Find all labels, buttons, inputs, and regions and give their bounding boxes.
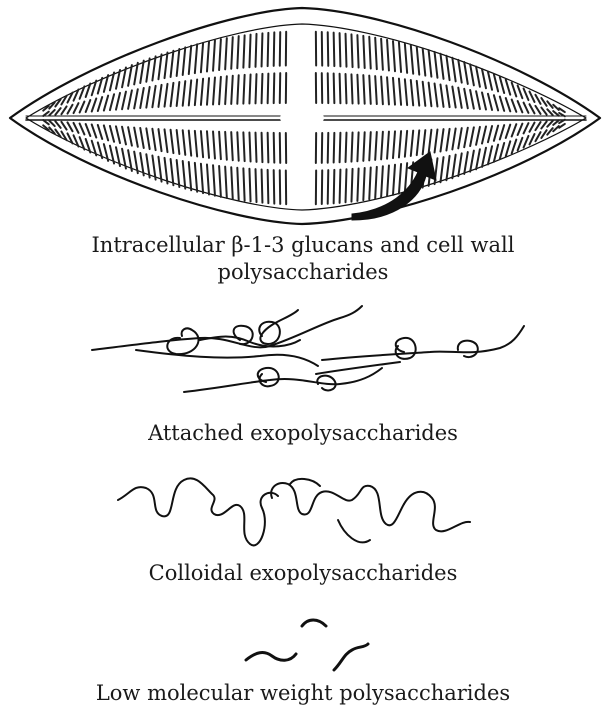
colloidal-eps-strands	[118, 478, 470, 545]
diatom-cell-illustration	[10, 8, 600, 224]
caption-line-2: polysaccharides	[0, 259, 606, 286]
low-mw-fragments	[246, 620, 368, 670]
caption-line-1: Intracellular β-1-3 glucans and cell wal…	[0, 232, 606, 259]
caption-cell-polysaccharides: Intracellular β-1-3 glucans and cell wal…	[0, 232, 606, 286]
caption-low-mw: Low molecular weight polysaccharides	[0, 680, 606, 707]
attached-eps-strands	[92, 306, 524, 392]
caption-colloidal-eps: Colloidal exopolysaccharides	[0, 560, 606, 587]
diatom-striae-top	[43, 32, 565, 117]
caption-attached-eps: Attached exopolysaccharides	[0, 420, 606, 447]
diatom-striae-bottom	[43, 120, 565, 205]
